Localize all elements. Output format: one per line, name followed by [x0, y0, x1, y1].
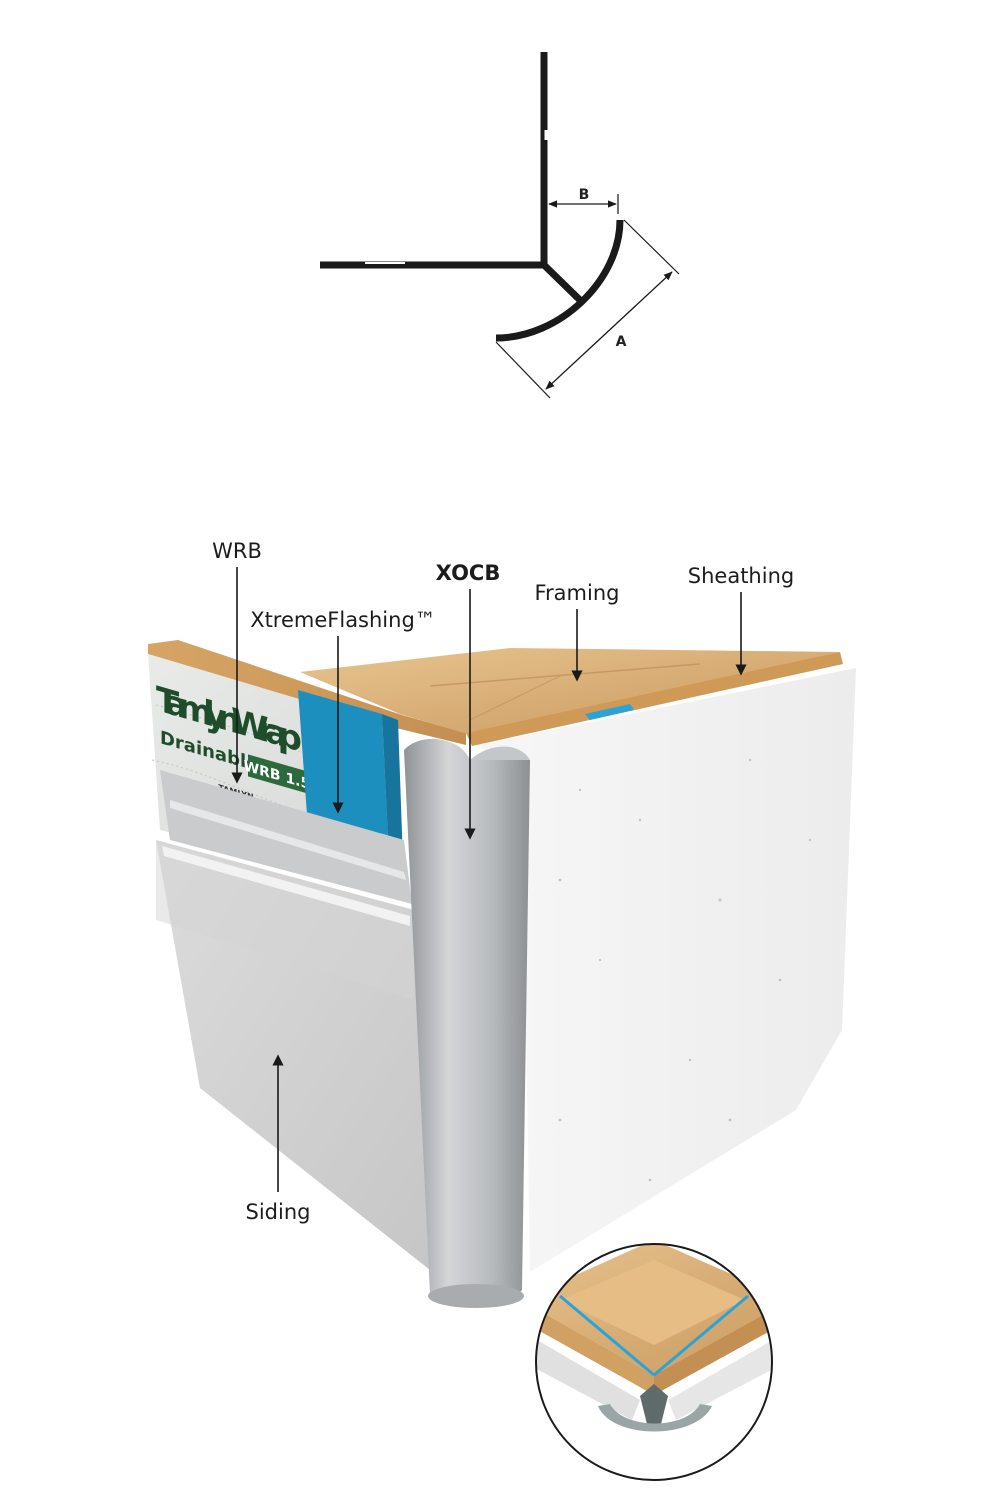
framing-top: [300, 648, 840, 736]
callout-sheathing-label: Sheathing: [688, 564, 794, 588]
callout-siding-label: Siding: [246, 1200, 311, 1224]
profile-web: [541, 262, 586, 306]
callout-xtremeflashing-label: XtremeFlashing™: [250, 608, 436, 632]
corner-assembly: TamlynWrap Drainable WRB 1.5 TAMLYN: [148, 640, 856, 1308]
callout-framing-label: Framing: [535, 581, 620, 605]
profile-drawing: B A: [320, 52, 680, 399]
callout-xocb-label: XOCB: [436, 561, 501, 585]
callouts: WRB XtremeFlashing™ XOCB Framing Sheathi…: [212, 539, 794, 1224]
dimension-b-label: B: [579, 187, 590, 203]
callout-wrb-label: WRB: [212, 539, 262, 563]
xocb-trim: [404, 738, 530, 1308]
dimension-a-label: A: [616, 334, 627, 350]
sheathing-right-edge: [466, 652, 843, 746]
inset-detail-circle: [535, 1243, 773, 1481]
dimension-a-line: [545, 271, 673, 390]
siding-right-face: [474, 668, 856, 1272]
